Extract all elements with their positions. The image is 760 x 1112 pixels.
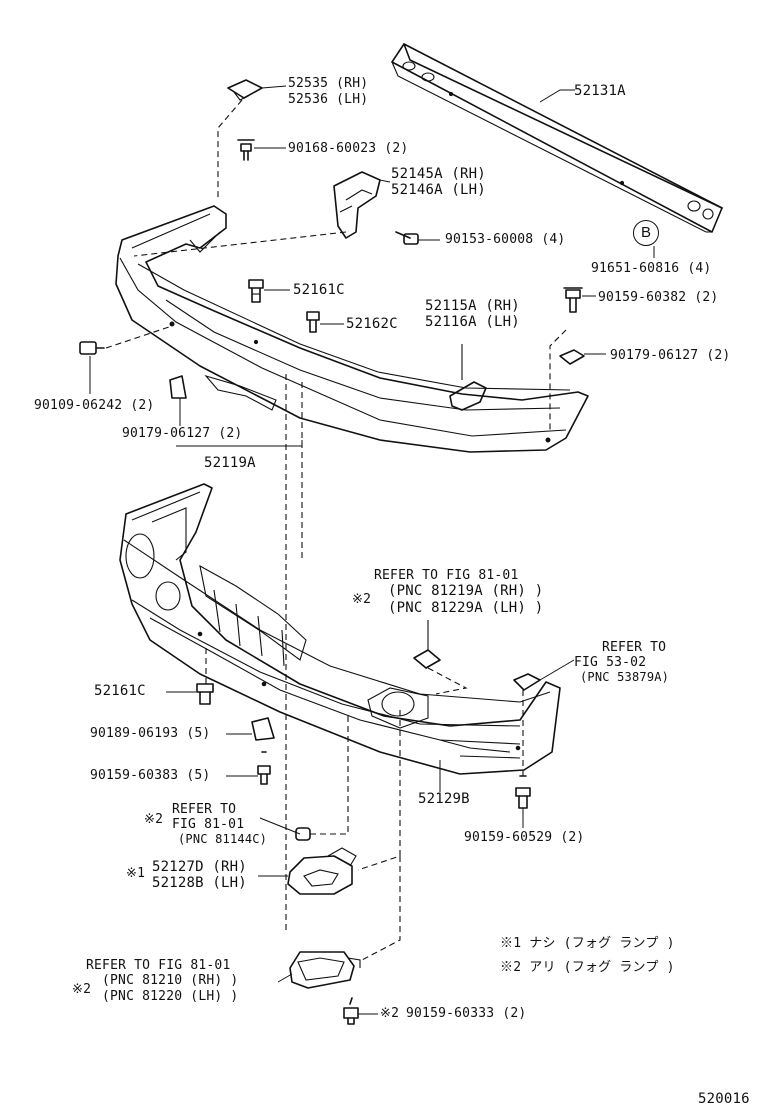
screw-90168	[237, 139, 255, 161]
nut-90189	[251, 717, 275, 741]
label-90159-60382: 90159-60382 (2)	[598, 290, 719, 305]
bracket-53879a	[513, 673, 541, 691]
label-refer-to-53: REFER TO	[602, 640, 667, 655]
label-52535: 52535 (RH)	[288, 76, 369, 91]
label-pnc-53879a: (PNC 53879A)	[580, 670, 670, 684]
label-fig-53-02: FIG 53-02	[574, 655, 647, 670]
bracket-52115a	[449, 344, 487, 411]
label-90168-60023: 90168-60023 (2)	[288, 141, 409, 156]
bracket-52145a	[333, 171, 381, 239]
label-52115a: 52115A (RH)	[425, 298, 520, 314]
label-90189-06193: 90189-06193 (5)	[90, 726, 211, 741]
label-52119a: 52119A	[204, 455, 256, 471]
clip-90159-60529	[515, 775, 531, 809]
label-52536: 52536 (LH)	[288, 92, 369, 107]
nut-90179-right	[559, 349, 585, 365]
bolt-90109	[79, 341, 105, 355]
clip-90159-60382	[563, 287, 583, 313]
label-note-mark-2d: ※2	[380, 1006, 400, 1021]
cover-52127d	[287, 847, 357, 895]
clip-52161c-upper	[248, 279, 264, 303]
label-pnc-81219a: (PNC 81219A (RH) )	[388, 583, 544, 599]
label-52129b: 52129B	[418, 791, 470, 807]
bumper-retainer	[115, 205, 589, 453]
label-52146a: 52146A (LH)	[391, 182, 486, 198]
label-note-mark-1: ※1	[126, 866, 146, 881]
label-52116a: 52116A (LH)	[425, 314, 520, 330]
label-52131a: 52131A	[574, 83, 626, 99]
label-pnc-81229a: (PNC 81229A (LH) )	[388, 600, 544, 616]
label-pnc-81144c: (PNC 81144C)	[178, 832, 268, 846]
label-note-mark-2a: ※2	[352, 592, 372, 607]
label-refer-fig-81-01-c: REFER TO FIG 81-01	[86, 958, 231, 973]
reference-mark-b: B	[633, 220, 659, 246]
label-pnc-81220: (PNC 81220 (LH) )	[102, 989, 239, 1004]
label-52161c-lower: 52161C	[94, 683, 146, 699]
label-52128b: 52128B (LH)	[152, 875, 247, 891]
nut-90179-left	[169, 375, 187, 399]
label-90109-06242: 90109-06242 (2)	[34, 398, 155, 413]
clip-90159-60383	[257, 751, 271, 785]
nut-81144c	[295, 827, 311, 841]
bumper-cover	[119, 483, 561, 775]
bracket-52535	[227, 79, 263, 101]
bracket-81219a	[413, 620, 441, 669]
label-90159-60333: 90159-60333 (2)	[406, 1006, 527, 1021]
diagram-id: 520016	[698, 1091, 750, 1107]
label-52161c-upper: 52161C	[293, 282, 345, 298]
label-52162c: 52162C	[346, 316, 398, 332]
label-52127d: 52127D (RH)	[152, 859, 247, 875]
label-fig-81-01-b: FIG 81-01	[172, 817, 245, 832]
label-refer-to-81-b: REFER TO	[172, 802, 237, 817]
label-note-mark-2c: ※2	[72, 982, 92, 997]
note-1-without-fog-lamp: ※1 ナシ (フォグ ランプ )	[500, 936, 675, 951]
screw-90159-60333	[343, 997, 359, 1025]
bumper-reinforcement	[391, 43, 723, 233]
label-52145a: 52145A (RH)	[391, 166, 486, 182]
label-90179-06127-right: 90179-06127 (2)	[610, 348, 731, 363]
bolt-90153	[395, 231, 419, 245]
label-pnc-81210: (PNC 81210 (RH) )	[102, 973, 239, 988]
label-note-mark-2b: ※2	[144, 812, 164, 827]
clip-52162c	[306, 311, 320, 333]
leader-lines	[89, 85, 655, 1015]
label-90159-60529: 90159-60529 (2)	[464, 830, 585, 845]
label-refer-fig-81-01-a: REFER TO FIG 81-01	[374, 568, 519, 583]
clip-52161c-lower	[196, 683, 214, 705]
fog-lamp	[289, 951, 361, 989]
label-90159-60383: 90159-60383 (5)	[90, 768, 211, 783]
label-91651-60816: 91651-60816 (4)	[591, 261, 712, 276]
note-2-with-fog-lamp: ※2 アリ (フォグ ランプ )	[500, 960, 675, 975]
label-90179-06127-left: 90179-06127 (2)	[122, 426, 243, 441]
label-90153-60008: 90153-60008 (4)	[445, 232, 566, 247]
